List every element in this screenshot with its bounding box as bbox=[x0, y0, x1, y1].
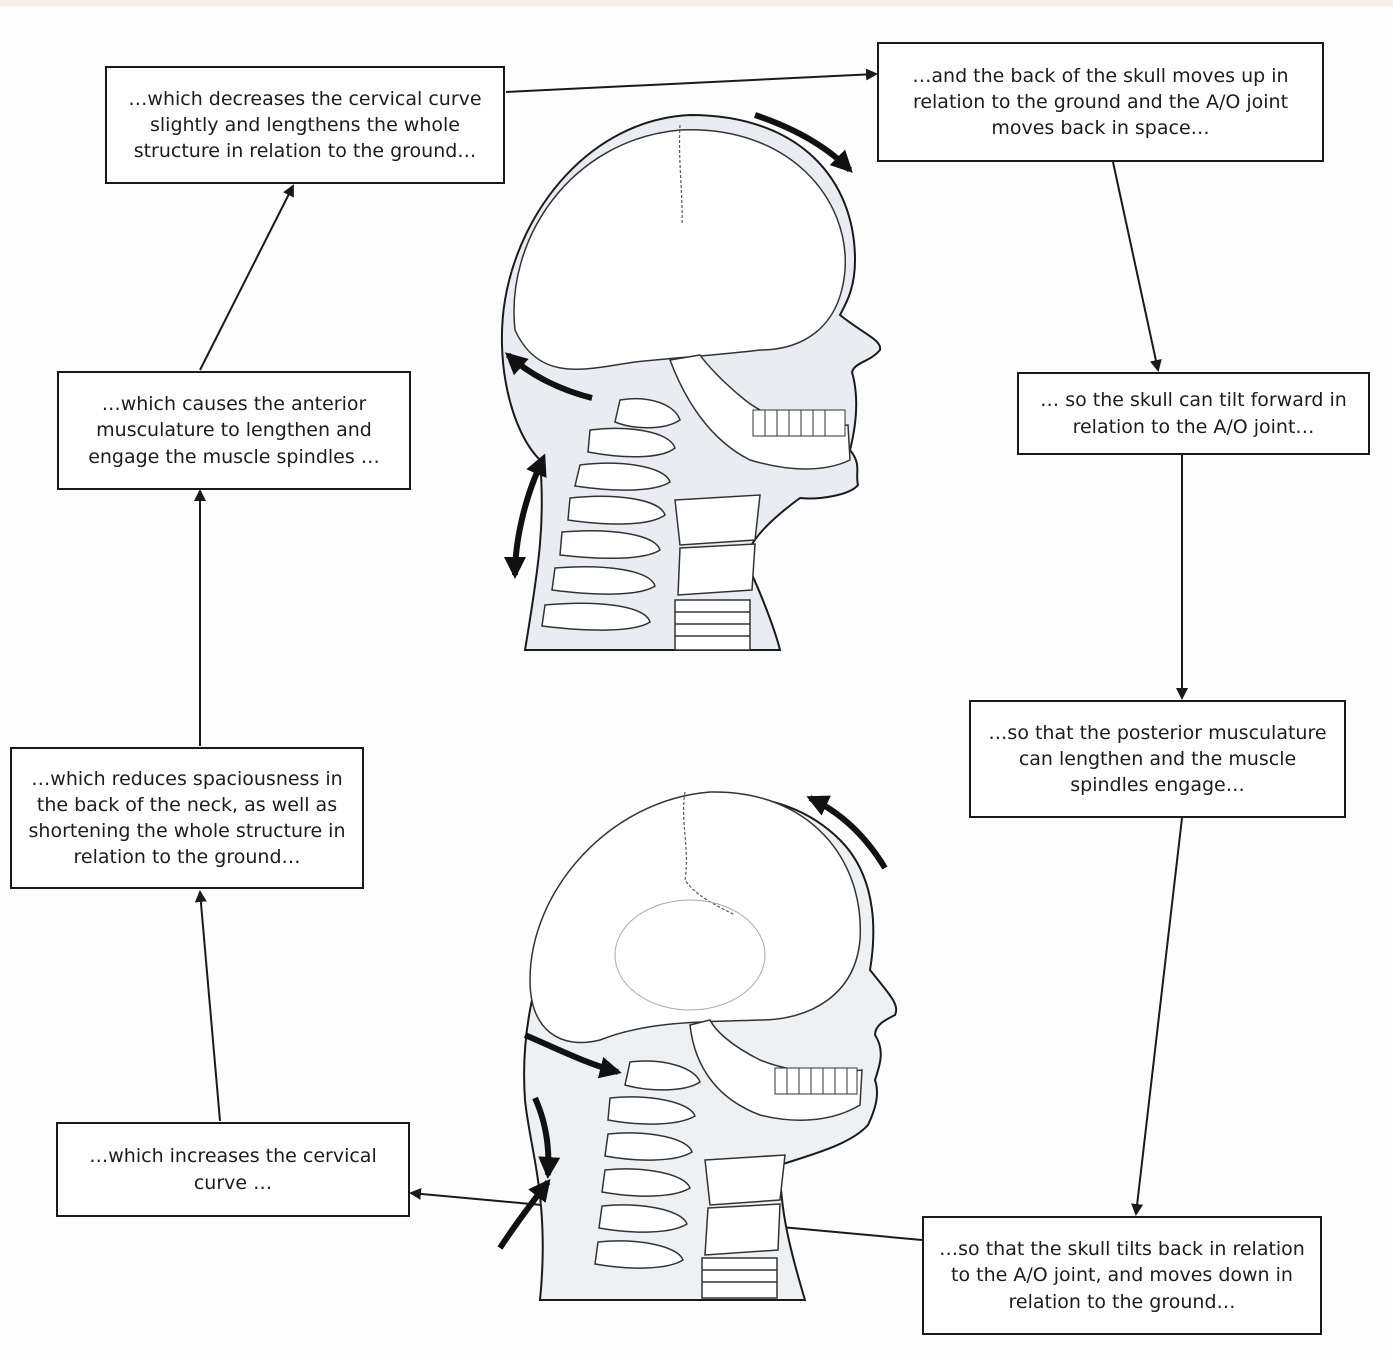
cranium bbox=[530, 792, 860, 1043]
box-increases-curve: …which increases the cervical curve … bbox=[56, 1122, 410, 1217]
box-decreases-curve-text: …which decreases the cervical curve slig… bbox=[121, 86, 489, 165]
head-shortening-illustration bbox=[490, 780, 910, 1305]
arrow-skull-up-to-tilt-forward bbox=[1113, 162, 1158, 370]
box-posterior-musculature-text: …so that the posterior musculature can l… bbox=[985, 720, 1330, 799]
arrow-posterior-to-tilts-back bbox=[1136, 818, 1182, 1214]
box-reduces-spaciousness-text: …which reduces spaciousness in the back … bbox=[26, 766, 348, 871]
box-skull-tilts-back-text: …so that the skull tilts back in relatio… bbox=[938, 1236, 1306, 1315]
box-anterior-musculature-text: …which causes the anterior musculature t… bbox=[73, 391, 395, 470]
box-increases-curve-text: …which increases the cervical curve … bbox=[72, 1143, 394, 1195]
box-tilt-forward: … so the skull can tilt forward in relat… bbox=[1017, 372, 1370, 455]
teeth bbox=[775, 1068, 857, 1094]
box-decreases-curve: …which decreases the cervical curve slig… bbox=[105, 66, 505, 184]
arrow-neck-length-icon bbox=[515, 470, 538, 575]
box-skull-moves-up-text: …and the back of the skull moves up in r… bbox=[893, 63, 1308, 142]
box-tilt-forward-text: … so the skull can tilt forward in relat… bbox=[1033, 387, 1354, 439]
arrow-increases-to-reduces bbox=[200, 892, 220, 1121]
trachea bbox=[702, 1155, 785, 1298]
box-skull-moves-up: …and the back of the skull moves up in r… bbox=[877, 42, 1324, 162]
arrow-anterior-to-decreases bbox=[200, 186, 293, 370]
box-reduces-spaciousness: …which reduces spaciousness in the back … bbox=[10, 747, 364, 889]
box-skull-tilts-back: …so that the skull tilts back in relatio… bbox=[922, 1216, 1322, 1335]
box-posterior-musculature: …so that the posterior musculature can l… bbox=[969, 700, 1346, 818]
teeth bbox=[753, 410, 845, 436]
box-anterior-musculature: …which causes the anterior musculature t… bbox=[57, 371, 411, 490]
head-lengthening-illustration bbox=[470, 100, 900, 660]
trachea bbox=[675, 495, 760, 650]
arrow-decreases-to-skull-up bbox=[506, 74, 876, 92]
